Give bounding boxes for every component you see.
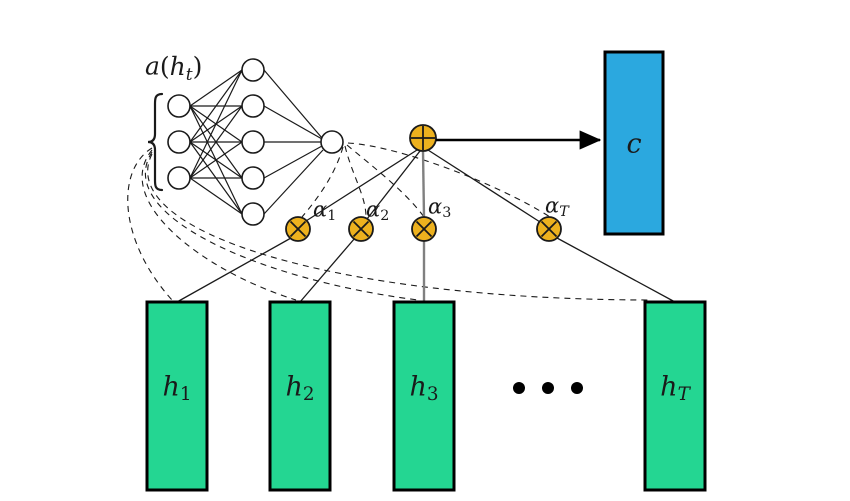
mlp-hidden-node-5 — [241, 202, 265, 226]
mlp-hidden-layer — [241, 58, 265, 226]
mlp-output-layer — [320, 130, 344, 154]
hidden-state-T[interactable]: hT — [643, 300, 707, 492]
mlp-edge-i3-h3 — [189, 141, 243, 179]
mlp-output-node-1 — [320, 130, 344, 154]
mlp-input-node-3 — [167, 166, 191, 190]
hidden-state-T-rect[interactable] — [643, 300, 707, 492]
mlp-hidden-node-3 — [241, 130, 265, 154]
link-hT-alphaT — [556, 237, 676, 303]
context-vector-box[interactable]: c — [603, 50, 665, 236]
mlp-edge-i3-h1 — [189, 69, 243, 179]
alpha-T-label: αT — [545, 194, 570, 221]
times-icon — [352, 220, 370, 238]
mlp-edge-i1-h1 — [189, 69, 243, 107]
dashed-score-alpha2 — [344, 145, 367, 218]
alpha-2-label: α2 — [366, 198, 389, 225]
times-icon — [415, 220, 433, 238]
mlp-edge-i3-h2 — [189, 105, 243, 179]
link-alpha1-sum — [305, 149, 418, 222]
hidden-state-2[interactable]: h2 — [268, 300, 332, 492]
hidden-state-2-rect[interactable] — [268, 300, 332, 492]
dashed-score-alpha3 — [346, 144, 425, 218]
dashed-curve-h2 — [141, 149, 297, 301]
ellipsis-dot-2 — [542, 382, 554, 394]
mlp-edge-i2-h1 — [189, 69, 243, 143]
hidden-state-1-rect[interactable] — [145, 300, 209, 492]
mlp-edges — [189, 69, 324, 215]
link-alphaT-sum — [427, 149, 541, 223]
dashed-score-curves — [301, 142, 551, 218]
ellipsis-dots — [513, 382, 583, 394]
mlp-edge-h4-o1 — [263, 145, 323, 179]
sum-operator — [409, 124, 437, 152]
ellipsis-dot-3 — [571, 382, 583, 394]
link-alpha3-sum — [421, 150, 426, 218]
dashed-feedback-curves — [127, 147, 653, 301]
mlp-hidden-node-1 — [241, 58, 265, 82]
alpha-1-label: α1 — [313, 198, 336, 225]
alpha-operator-T — [536, 216, 562, 242]
hidden-to-alpha-links — [176, 237, 676, 303]
link-alpha2-sum — [366, 150, 421, 220]
alpha-operator-3 — [411, 216, 437, 242]
mlp-edge-i3-h5 — [189, 177, 243, 215]
mlp-edge-h1-o1 — [263, 69, 323, 139]
hidden-state-3-rect[interactable] — [392, 300, 456, 492]
context-box-label: c — [626, 129, 641, 160]
score-function-label: a(ht) — [145, 52, 202, 85]
times-icon — [540, 220, 558, 238]
brace-shape — [147, 92, 164, 192]
mlp-input-node-2 — [167, 130, 191, 154]
mlp-input-layer — [167, 94, 191, 190]
dashed-curve-h3 — [144, 151, 419, 301]
dashed-curve-h1 — [127, 147, 173, 301]
context-box-rect[interactable] — [603, 50, 665, 236]
dashed-score-alphaT — [347, 142, 551, 218]
mlp-hidden-node-4 — [241, 166, 265, 190]
link-h2-alpha2 — [299, 237, 356, 303]
input-brace — [147, 92, 164, 192]
ellipsis-dot-1 — [513, 382, 525, 394]
dashed-curve-hT — [147, 153, 653, 301]
mlp-hidden-node-2 — [241, 94, 265, 118]
alpha-operator-2 — [348, 216, 374, 242]
times-icon — [289, 220, 307, 238]
mlp-edge-h2-o1 — [263, 105, 323, 140]
hidden-state-1[interactable]: h1 — [145, 300, 209, 492]
alpha-operator-1 — [285, 216, 311, 242]
mlp-input-node-1 — [167, 94, 191, 118]
link-h1-alpha1 — [176, 237, 292, 303]
hidden-state-3[interactable]: h3 — [392, 300, 456, 492]
alpha-3-label: α3 — [428, 195, 451, 222]
alpha-to-sum-links — [305, 149, 541, 223]
mlp-edge-h5-o1 — [263, 149, 324, 215]
